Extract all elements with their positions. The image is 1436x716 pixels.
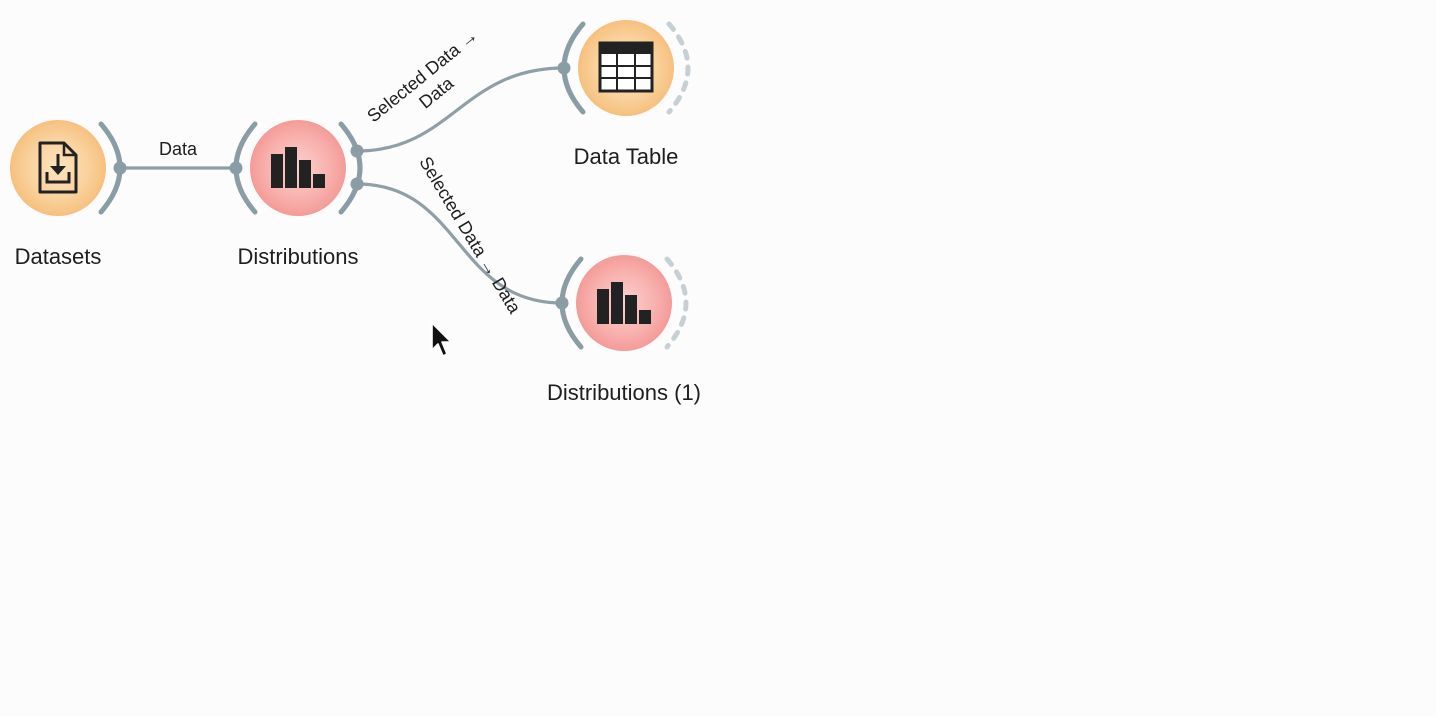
node-distributions-1[interactable]: Distributions (1): [547, 255, 701, 405]
link-distributions-to-distributions-1[interactable]: Selected Data → Data: [355, 153, 564, 318]
node-datasets[interactable]: Datasets: [10, 120, 127, 269]
node-data-table[interactable]: Data Table: [557, 20, 691, 169]
output-channel-unconnected[interactable]: [666, 21, 691, 115]
input-anchor[interactable]: [229, 161, 243, 175]
link-label: Selected Data → Data: [415, 153, 525, 318]
file-download-icon: [38, 141, 78, 194]
mouse-cursor-icon: [431, 322, 452, 357]
input-anchor[interactable]: [555, 296, 569, 310]
link-label: Selected Data →: [363, 25, 481, 126]
link-datasets-to-distributions[interactable]: Data: [118, 139, 238, 170]
node-distributions[interactable]: Distributions: [229, 120, 364, 269]
table-icon: [598, 41, 654, 93]
output-anchor[interactable]: [113, 161, 127, 175]
node-label: Data Table: [574, 144, 679, 169]
input-anchor[interactable]: [557, 61, 571, 75]
node-circle[interactable]: [576, 255, 672, 351]
node-label: Distributions (1): [547, 380, 701, 405]
output-channel-unconnected[interactable]: [664, 256, 689, 350]
bar-chart-icon: [597, 282, 651, 324]
node-circle[interactable]: [250, 120, 346, 216]
link-label: Data: [159, 139, 198, 159]
link-distributions-to-data-table[interactable]: Selected Data → Data: [355, 25, 566, 153]
node-label: Datasets: [15, 244, 102, 269]
output-anchor[interactable]: [350, 144, 364, 158]
output-anchor[interactable]: [350, 177, 364, 191]
node-label: Distributions: [237, 244, 358, 269]
bar-chart-icon: [271, 147, 325, 188]
output-channel[interactable]: [338, 121, 363, 215]
